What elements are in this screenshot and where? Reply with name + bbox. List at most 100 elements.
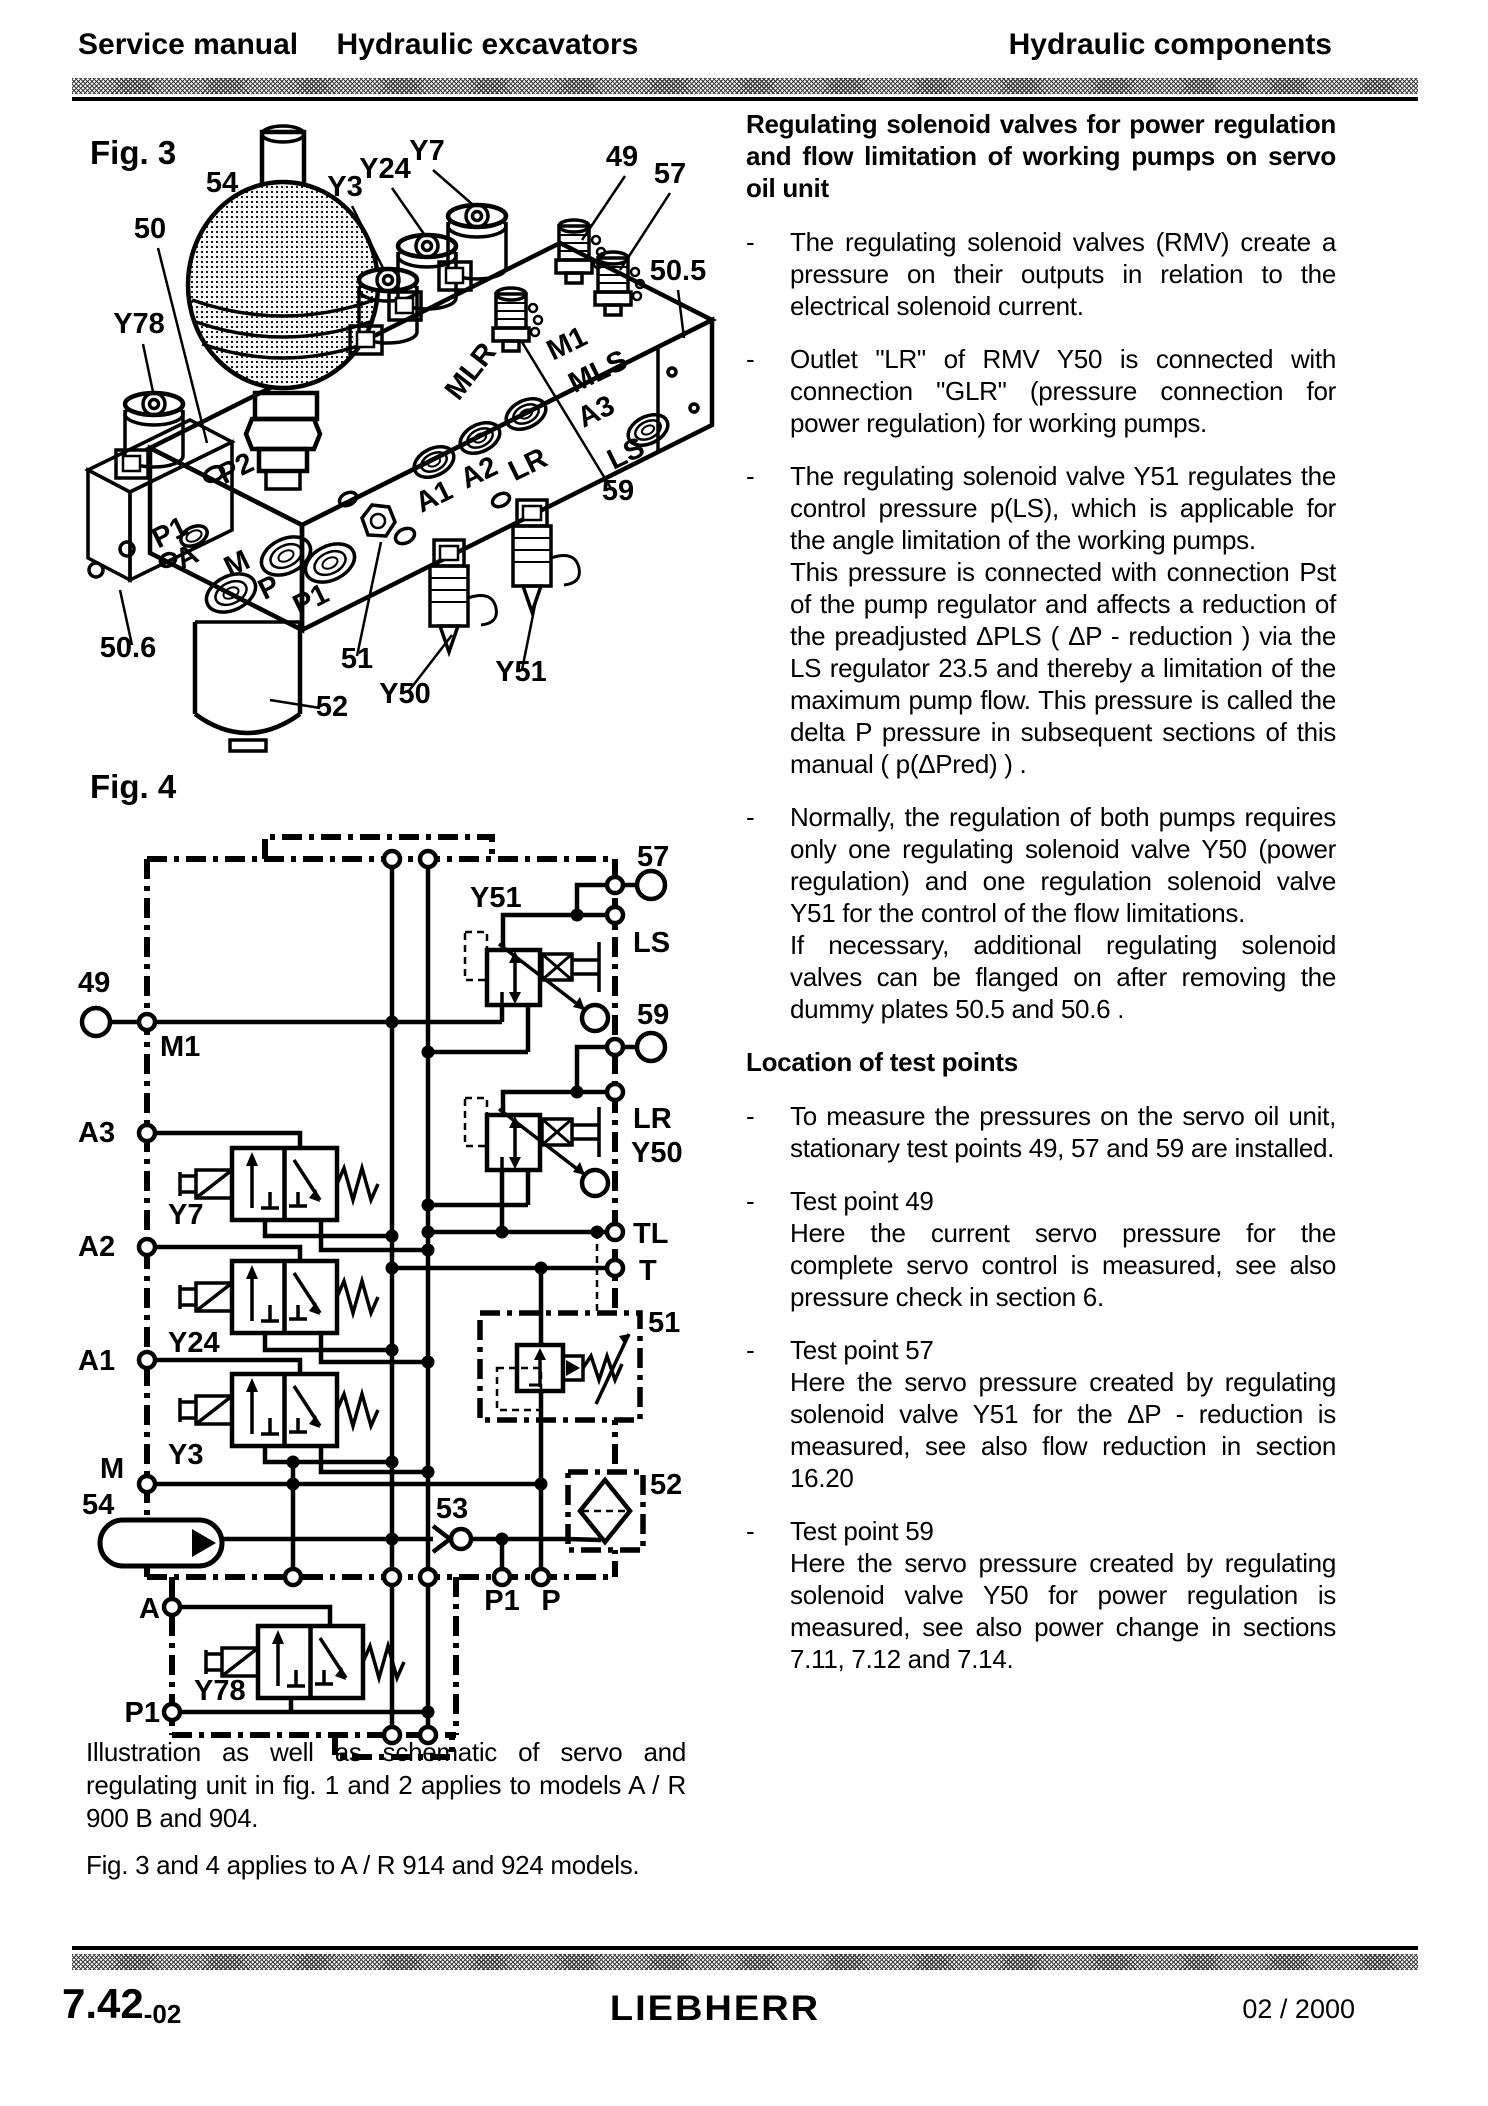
port-a1 bbox=[407, 438, 461, 486]
port-a bbox=[158, 551, 178, 569]
hex-plug-51 bbox=[360, 503, 417, 546]
bullet-text-cont: If necessary, additional regulating sole… bbox=[790, 930, 1336, 1024]
cartridge-y50 bbox=[428, 538, 499, 654]
fig3-label-y50: Y50 bbox=[379, 678, 431, 710]
bullet-text: The regulating solenoid valves (RMV) cre… bbox=[790, 227, 1336, 321]
fig3-leader-lines bbox=[118, 169, 686, 710]
port-p1-sub bbox=[179, 524, 209, 548]
bullet-text: To measure the pressures on the servo oi… bbox=[790, 1101, 1336, 1163]
bullet-dash: - bbox=[746, 802, 755, 832]
bullet-test-point-59: - Test point 59 Here the servo pressure … bbox=[746, 1515, 1336, 1675]
bullet-dash: - bbox=[746, 1516, 755, 1546]
bullet-y51: - The regulating solenoid valve Y51 regu… bbox=[746, 460, 1336, 780]
fig4-label-y50: Y50 bbox=[631, 1137, 683, 1169]
bullet-text: Test point 57 bbox=[790, 1335, 934, 1365]
fig3-label-a1: A1 bbox=[410, 474, 457, 519]
drain-y50 bbox=[579, 1167, 611, 1199]
test-point-circles bbox=[79, 868, 668, 1064]
footer-date: 02 / 2000 bbox=[1242, 1994, 1355, 2024]
footer-revision: -02 bbox=[143, 1999, 182, 2029]
fig4-label-59: 59 bbox=[637, 999, 669, 1031]
valve-y50 bbox=[487, 1107, 599, 1175]
fig3-label-52: 52 bbox=[316, 691, 348, 723]
article-title: Regulating solenoid valves for power reg… bbox=[746, 109, 1336, 203]
fig4-label-57: 57 bbox=[637, 841, 669, 873]
filter-52-symbol bbox=[565, 1469, 646, 1553]
cartridge-y51 bbox=[511, 498, 582, 614]
fig3-label-49: 49 bbox=[606, 141, 638, 173]
bullet-outlet-lr: - Outlet "LR" of RMV Y50 is connected wi… bbox=[746, 343, 1336, 439]
bullet-dash: - bbox=[746, 1335, 755, 1365]
fig3-label-y78: Y78 bbox=[113, 308, 165, 340]
fig3-label-51: 51 bbox=[341, 643, 373, 675]
fig3-label-50: 50 bbox=[134, 213, 166, 245]
bullet-text-cont: Here the current servo pressure for the … bbox=[790, 1218, 1336, 1312]
bullet-test-point-49: - Test point 49 Here the current servo p… bbox=[746, 1185, 1336, 1313]
liebherr-logo: LIEBHERR bbox=[609, 1989, 821, 2029]
bullet-dash: - bbox=[746, 227, 755, 257]
bullet-dash: - bbox=[746, 1186, 755, 1216]
valve-y24 bbox=[180, 1261, 378, 1333]
coil-y7 bbox=[439, 205, 506, 290]
fig4-label-a: A bbox=[139, 1593, 160, 1625]
fig4-label-ls: LS bbox=[633, 927, 670, 959]
fig3-label-y24: Y24 bbox=[359, 153, 411, 185]
fig3-label-59: 59 bbox=[602, 475, 634, 507]
fig3-label-lr: LR bbox=[504, 442, 553, 488]
footer-separator-band bbox=[72, 1954, 1418, 1970]
article-column: Regulating solenoid valves for power reg… bbox=[746, 108, 1336, 1696]
unit-boundary bbox=[144, 834, 618, 1760]
bullet-dash: - bbox=[746, 461, 755, 491]
bullet-dash: - bbox=[746, 1101, 755, 1131]
figure-caption: Illustration as well as schematic of ser… bbox=[86, 1736, 686, 1882]
pipes bbox=[110, 859, 637, 1735]
fig4-schematic: 57 Y51 LS 49 M1 59 A3 LR Y50 Y7 A2 TL T … bbox=[78, 834, 683, 1760]
fig3-label-ls: LS bbox=[602, 431, 649, 476]
bullet-text: Normally, the regulation of both pumps r… bbox=[790, 802, 1336, 928]
bullet-measure: - To measure the pressures on the servo … bbox=[746, 1100, 1336, 1164]
fig4-label-a3: A3 bbox=[78, 1117, 115, 1149]
header-separator-rule bbox=[72, 97, 1418, 101]
caption-models-900: Illustration as well as schematic of ser… bbox=[86, 1737, 686, 1833]
fig4-label-y24: Y24 bbox=[168, 1327, 220, 1359]
fig4-label-53: 53 bbox=[436, 1493, 468, 1525]
bullet-text: Test point 59 bbox=[790, 1516, 934, 1546]
fig4-label-a1: A1 bbox=[78, 1345, 115, 1377]
fig4-label-lr: LR bbox=[633, 1103, 672, 1135]
bullet-text-cont: This pressure is connected with connecti… bbox=[790, 557, 1336, 779]
header-machine-type: Hydraulic excavators bbox=[336, 28, 639, 61]
header-right: Hydraulic components bbox=[1008, 28, 1332, 61]
fig3-label-50-6: 50.6 bbox=[100, 632, 156, 664]
test-fitting-57 bbox=[593, 250, 646, 317]
valve-y51 bbox=[487, 942, 599, 1010]
port-nodes bbox=[136, 848, 626, 1746]
section-location-of-test-points: Location of test points bbox=[746, 1047, 1018, 1077]
accumulator-54-symbol bbox=[97, 1517, 225, 1569]
bullet-text: Test point 49 bbox=[790, 1186, 934, 1216]
fig4-label-y3: Y3 bbox=[168, 1439, 203, 1471]
sub-block bbox=[84, 418, 236, 583]
drain-y51 bbox=[579, 1002, 611, 1034]
fig4-labels: 57 Y51 LS 49 M1 59 A3 LR Y50 Y7 A2 TL T … bbox=[78, 841, 683, 1729]
bullet-text: The regulating solenoid valve Y51 regula… bbox=[790, 461, 1336, 555]
bullet-dash: - bbox=[746, 344, 755, 374]
fig4-label-p1-bottom: P1 bbox=[484, 1585, 519, 1617]
fig4-label-49: 49 bbox=[78, 967, 110, 999]
fig3-label-50-5: 50.5 bbox=[650, 255, 706, 287]
fig3-label-54: 54 bbox=[206, 167, 238, 199]
footer-page-number: 7.42-02 bbox=[62, 1980, 182, 2029]
fig4-label-m: M bbox=[100, 1453, 124, 1485]
filter-52 bbox=[192, 620, 303, 753]
bullet-text-cont: Here the servo pressure created by regul… bbox=[790, 1548, 1336, 1674]
fig4-label-y51: Y51 bbox=[470, 882, 522, 914]
fig4-title: Fig. 4 bbox=[90, 768, 177, 805]
header-service-manual: Service manual bbox=[78, 28, 299, 61]
fig3-label-a2: A2 bbox=[455, 450, 502, 495]
fig3-drawing: 50 Y78 54 Y3 Y24 Y7 49 57 50.5 M1 MLS ML… bbox=[84, 124, 718, 753]
port-small-2 bbox=[490, 491, 512, 509]
fig4-label-a2: A2 bbox=[78, 1231, 115, 1263]
junctions bbox=[286, 908, 604, 1719]
fig4-label-tl: TL bbox=[633, 1218, 668, 1250]
port-p2 bbox=[202, 464, 226, 484]
